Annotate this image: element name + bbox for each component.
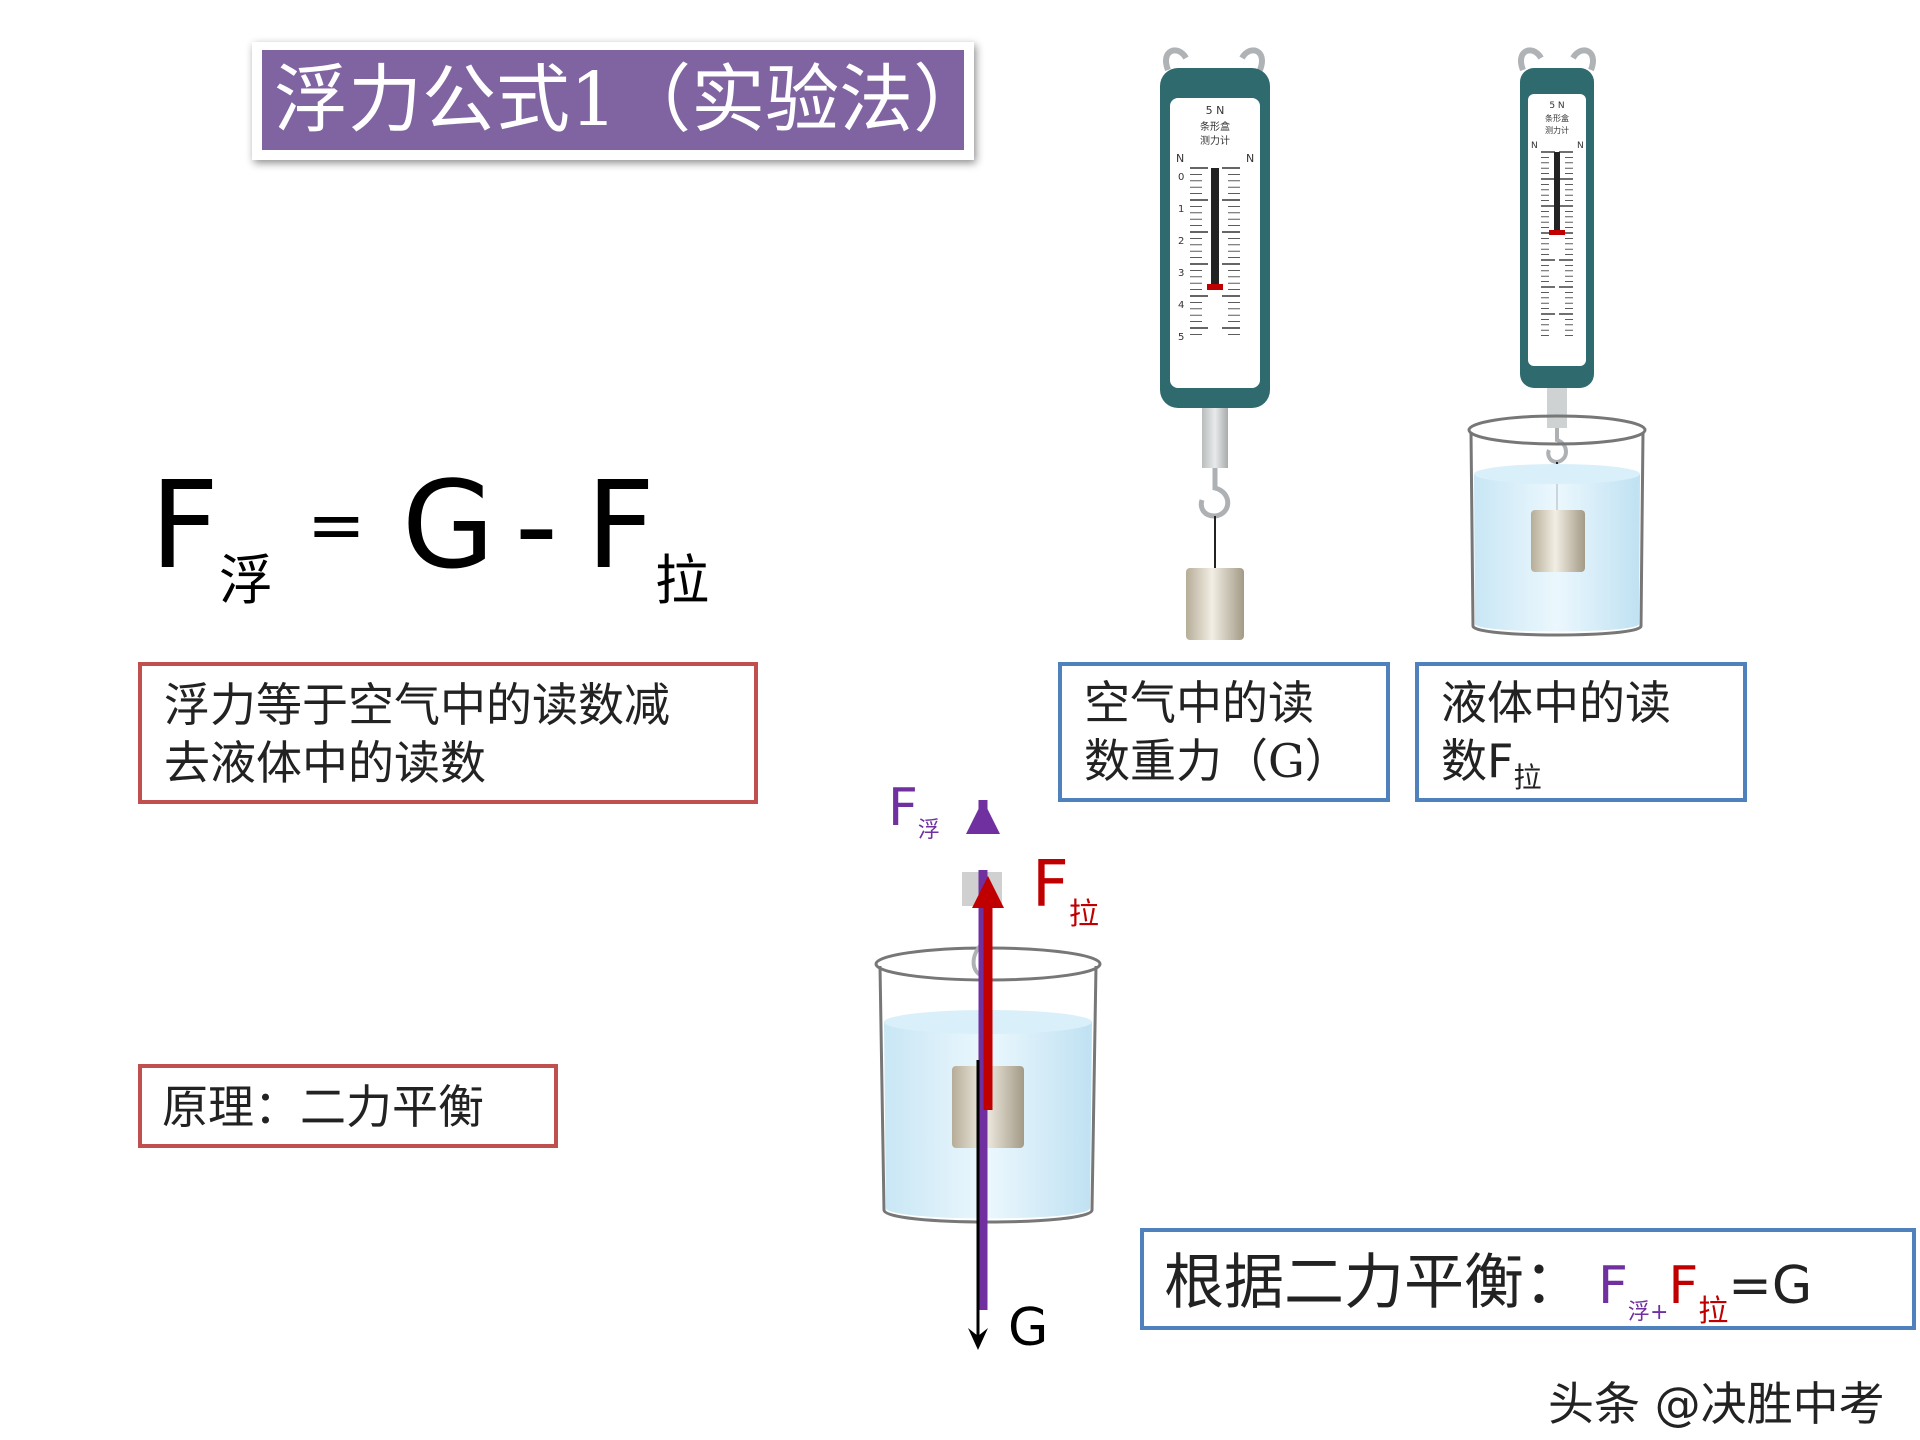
- buoyancy-label-f: F: [888, 778, 918, 838]
- caption-air-line2: 数重力（G）: [1084, 734, 1351, 788]
- meter-unit-right: N: [1246, 152, 1254, 165]
- formula-g: G: [401, 457, 495, 596]
- difference-note: 浮力等于空气中的读数减 去液体中的读数: [138, 662, 758, 804]
- water-surface: [1474, 464, 1640, 484]
- principle-note: 原理：二力平衡: [138, 1064, 558, 1148]
- balance-rest: =G: [1728, 1256, 1813, 1316]
- meter-rod: [1202, 408, 1228, 468]
- top-ring-icon: [1163, 47, 1265, 72]
- buoyancy-formula: F浮=G-F拉: [150, 455, 709, 612]
- meter-scale-5: 5: [1178, 332, 1184, 343]
- formula-f-la: F: [586, 457, 656, 596]
- formula-sub-fu: 浮: [219, 549, 274, 612]
- balance-prefix: 根据二力平衡：: [1164, 1248, 1584, 1318]
- caption-liquid-line1: 液体中的读: [1441, 676, 1671, 730]
- balance-plus: +: [1649, 1300, 1669, 1325]
- tension-label: F拉: [1032, 848, 1099, 933]
- meter-scale-3: 3: [1178, 268, 1184, 279]
- meter-scale-1: 1: [1178, 204, 1184, 215]
- balance-f2: F: [1668, 1256, 1699, 1316]
- tension-label-sub: 拉: [1068, 897, 1099, 932]
- caption-liquid-line2: 数F拉: [1441, 732, 1671, 807]
- meter-unit-right: N: [1577, 141, 1584, 151]
- meter-scale-ticks: [1190, 167, 1240, 335]
- meter-unit-left: N: [1531, 141, 1538, 151]
- page-title: 浮力公式1（实验法）: [262, 50, 964, 150]
- balance-formula: F浮+F拉=G: [1598, 1256, 1813, 1329]
- meter-scale-numbers: 0 1 2 3 4 5: [1178, 172, 1184, 343]
- beaker: [878, 965, 1098, 1224]
- meter-spring: [1554, 152, 1560, 234]
- caption-liquid-sub: 拉: [1513, 761, 1542, 794]
- title-card: 浮力公式1（实验法）: [252, 42, 974, 160]
- meter-rod: [1547, 388, 1567, 428]
- caption-air: 空气中的读 数重力（G）: [1058, 662, 1390, 802]
- meter-spring: [1211, 168, 1219, 288]
- balance-f2-sub: 拉: [1698, 1294, 1729, 1329]
- balance-equation-box: 根据二力平衡：F浮+F拉=G: [1140, 1228, 1916, 1330]
- meter-scale-2: 2: [1178, 236, 1184, 247]
- caption-liquid: 液体中的读 数F拉: [1415, 662, 1747, 802]
- beaker: [1469, 431, 1645, 637]
- weight-submerged: [1531, 510, 1585, 572]
- meter-scale-0: 0: [1178, 172, 1184, 183]
- formula-sub-la: 拉: [655, 549, 710, 612]
- beaker-rim: [1467, 414, 1647, 446]
- meter-scale-4: 4: [1178, 300, 1184, 311]
- caption-air-text: 空气中的读 数重力（G）: [1084, 674, 1351, 790]
- balance-f1: F: [1598, 1256, 1628, 1316]
- weight-air: [1186, 568, 1244, 640]
- spring-scale-air: 5 N 条形盒 测力计 N N 0 1 2 3 4 5: [1160, 47, 1270, 640]
- difference-note-text: 浮力等于空气中的读数减 去液体中的读数: [164, 676, 670, 792]
- caption-liquid-f: F: [1487, 734, 1514, 788]
- meter-label-line2: 条形盒: [1545, 113, 1569, 123]
- force-diagram: [874, 800, 1102, 1350]
- hook-icon: [1198, 468, 1231, 519]
- watermark: 头条 @决胜中考: [1548, 1377, 1885, 1431]
- difference-note-line2: 去液体中的读数: [164, 736, 486, 790]
- tension-label-f: F: [1032, 848, 1069, 922]
- difference-note-line1: 浮力等于空气中的读数减: [164, 678, 670, 732]
- formula-minus: -: [514, 457, 558, 596]
- top-ring-icon: [1518, 47, 1596, 72]
- formula-equals: =: [307, 484, 366, 566]
- buoyancy-label-sub: 浮: [917, 818, 940, 843]
- meter-capacity: 5 N: [1206, 104, 1225, 117]
- meter-pointer: [1549, 230, 1565, 235]
- formula-f-fu: F: [150, 457, 220, 596]
- meter-capacity: 5 N: [1549, 101, 1564, 111]
- balance-equation: 根据二力平衡：F浮+F拉=G: [1164, 1250, 1812, 1346]
- gravity-arrow-head: [968, 1328, 988, 1350]
- balance-f1-sub: 浮: [1627, 1300, 1650, 1325]
- caption-air-line1: 空气中的读: [1084, 676, 1314, 730]
- meter-pointer: [1207, 284, 1223, 290]
- caption-liquid-line2-prefix: 数: [1441, 734, 1487, 788]
- buoyancy-label: F浮: [888, 778, 940, 844]
- meter-label-line3: 测力计: [1200, 134, 1230, 147]
- meter-label-line3: 测力计: [1545, 125, 1569, 135]
- gravity-label: G: [1008, 1298, 1049, 1358]
- meter-label-line2: 条形盒: [1200, 120, 1230, 133]
- spring-scale-liquid: 5 N 条形盒 测力计 N N: [1467, 47, 1647, 637]
- caption-liquid-text: 液体中的读 数F拉: [1441, 674, 1671, 807]
- tension-arrow-head: [972, 876, 1004, 908]
- meter-unit-left: N: [1176, 152, 1184, 165]
- principle-note-text: 原理：二力平衡: [162, 1080, 484, 1134]
